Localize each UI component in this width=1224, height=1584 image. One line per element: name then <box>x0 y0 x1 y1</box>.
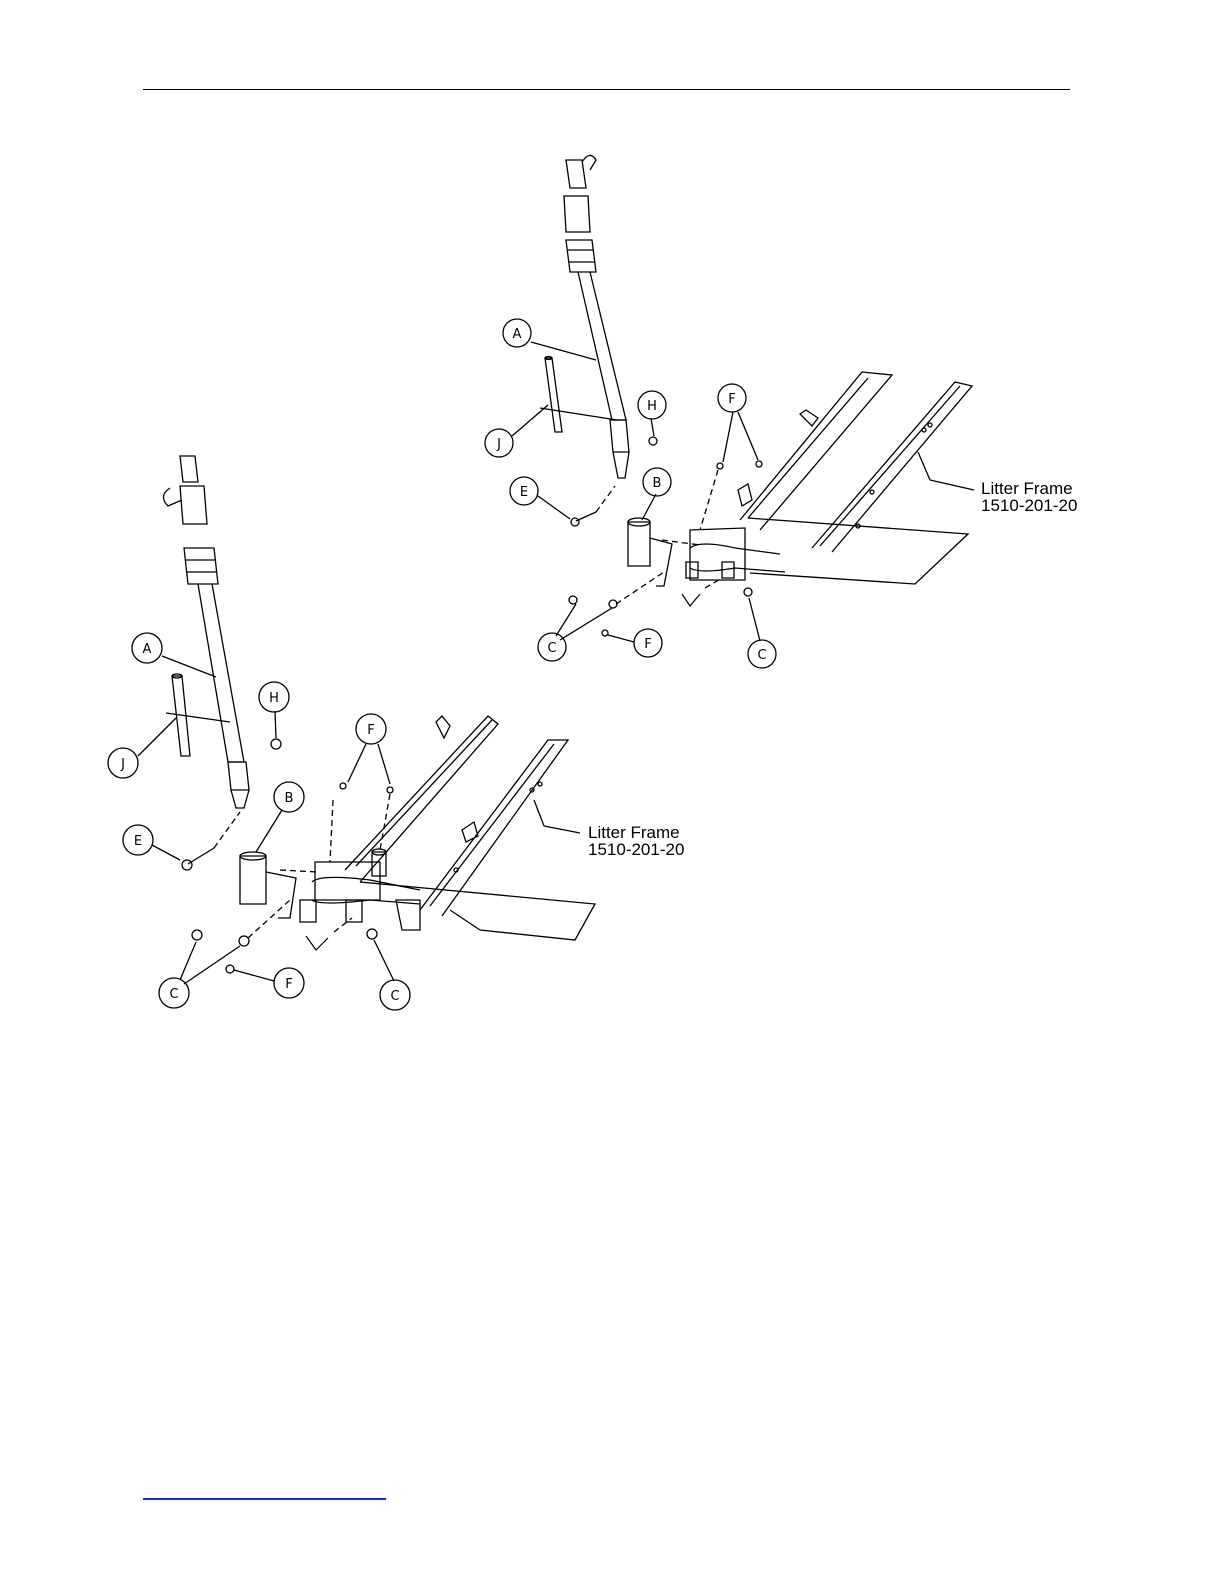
upper-assembly: A J H E B F F C C <box>485 155 974 668</box>
lower-callout-e: E <box>123 825 153 855</box>
svg-text:J: J <box>120 757 125 772</box>
lower-callout-c: C <box>159 978 189 1008</box>
lower-frame-label: Litter Frame <box>588 824 680 841</box>
lower-callout-j: J <box>108 748 138 778</box>
upper-callout-e: E <box>510 477 538 505</box>
upper-tube-j <box>545 357 562 433</box>
svg-text:C: C <box>169 987 178 1002</box>
upper-frame-part-number: 1510-201-20 <box>981 497 1077 514</box>
upper-callout-c: C <box>538 633 566 661</box>
upper-screw-e <box>571 512 596 526</box>
svg-text:C: C <box>390 989 399 1004</box>
upper-callout-h: H <box>638 391 666 419</box>
lower-assembly: A J H E B F F C C <box>108 456 595 1010</box>
upper-callout-f: F <box>718 384 746 412</box>
upper-callout-c-2: C <box>748 640 776 668</box>
lower-nut-h <box>271 739 281 749</box>
lower-callout-b: B <box>274 782 304 812</box>
upper-pole-a <box>564 155 629 478</box>
lower-bracket-b <box>240 852 296 918</box>
lower-callout-c-2: C <box>380 980 410 1010</box>
svg-text:A: A <box>513 327 522 342</box>
svg-text:F: F <box>367 723 374 738</box>
lower-callout-f-2: F <box>274 968 304 998</box>
svg-text:A: A <box>143 642 152 657</box>
svg-text:H: H <box>647 399 657 414</box>
upper-nut-h <box>649 437 657 445</box>
footer-link-rule[interactable] <box>143 1498 386 1500</box>
svg-text:B: B <box>653 476 662 491</box>
upper-frame-label: Litter Frame <box>981 480 1073 497</box>
svg-text:J: J <box>496 437 501 452</box>
upper-callout-b: B <box>643 468 671 496</box>
svg-text:C: C <box>757 648 766 663</box>
lower-frame-part-number: 1510-201-20 <box>588 841 684 858</box>
lower-pole-a <box>163 456 249 808</box>
svg-text:B: B <box>285 791 294 806</box>
upper-callout-a: A <box>503 319 531 347</box>
svg-text:C: C <box>547 641 556 656</box>
svg-text:F: F <box>285 977 292 992</box>
lower-litter-frame <box>300 716 595 940</box>
upper-callout-j: J <box>485 429 513 457</box>
lower-callout-h: H <box>259 682 289 712</box>
svg-text:F: F <box>644 637 651 652</box>
svg-text:F: F <box>728 392 735 407</box>
lower-callout-a: A <box>132 633 162 663</box>
svg-text:H: H <box>269 691 279 706</box>
lower-screw-e <box>182 848 214 870</box>
svg-text:E: E <box>520 485 528 500</box>
lower-callout-f: F <box>356 714 386 744</box>
upper-callout-f-2: F <box>634 629 662 657</box>
upper-bracket-b <box>628 518 672 586</box>
svg-text:E: E <box>134 834 142 849</box>
